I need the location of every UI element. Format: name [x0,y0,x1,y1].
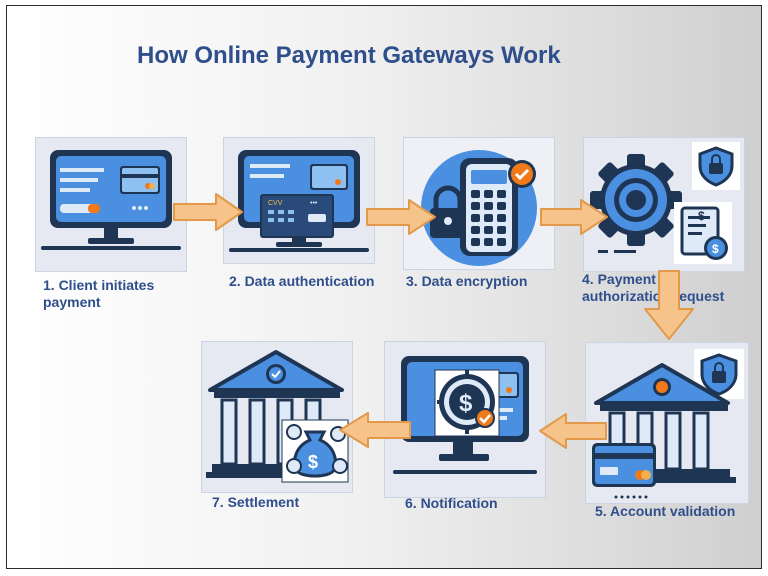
bank-moneybag-icon: $ [206,350,349,483]
cvv-text: CVV [268,200,283,207]
step-1-tile [35,137,187,272]
diagram-title: How Online Payment Gateways Work [137,42,561,69]
diagram-frame: How Online Payment Gateways Work [6,5,762,569]
svg-text:$: $ [459,390,473,417]
step-4-tile: $ $ [583,137,745,272]
svg-text:$: $ [308,452,318,472]
code-text: ••• [310,200,318,207]
step-1-label: 1. Client initiates payment [43,277,154,311]
step-5-tile [585,342,749,504]
step-2-tile: CVV ••• [223,137,375,264]
monitor-dollar-icon: $ [393,356,537,474]
lock-keypad-icon [421,150,537,266]
step-7-label: 7. Settlement [212,494,300,510]
step-2-label: 2. Data authentication [229,273,375,289]
step-4-label-line2: authorization request [582,288,725,304]
step-4-label-line1: 4. Payment [582,271,656,287]
gear-shield-icon: $ $ [590,142,740,264]
step-3-label: 3. Data encryption [406,273,528,289]
monitor-card-icon [41,150,181,250]
step-6-label: 6. Notification [405,495,498,511]
svg-text:$: $ [698,209,705,223]
step-6-tile: $ [384,341,546,498]
arrow-3-to-4 [540,199,608,235]
step-4-label: 4. Payment authorization request [582,271,724,305]
card-keypad-icon: CVV ••• [229,150,369,252]
step-5-label: 5. Account validation [595,503,736,519]
arrow-5-to-6 [539,413,607,449]
arrow-6-to-7 [339,412,411,448]
step-1-label-line1: 1. Client initiates [43,277,155,293]
bank-card-icon [592,349,744,499]
svg-text:$: $ [712,242,719,256]
arrow-1-to-2 [173,193,243,231]
step-3-tile [403,137,555,270]
step-1-label-line2: payment [43,294,101,310]
arrow-4-to-5 [644,270,694,340]
step-7-tile: $ [201,341,353,493]
arrow-2-to-3 [366,199,436,235]
